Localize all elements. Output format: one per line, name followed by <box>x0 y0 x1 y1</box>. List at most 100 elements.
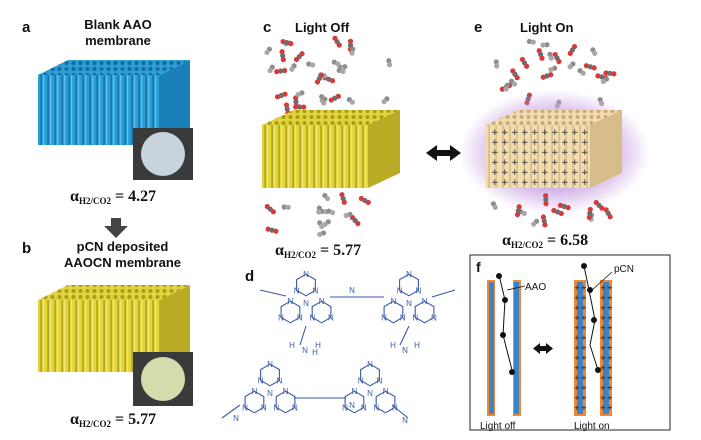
plus-sign: + <box>581 374 587 382</box>
aao-block-side <box>160 60 190 145</box>
aao-membrane-block <box>38 60 190 145</box>
light-on-membrane-block: ++++++++++++++++++++++++++++++++++++++++… <box>486 110 622 188</box>
h2-molecule <box>577 68 586 76</box>
plus-sign: + <box>607 324 613 332</box>
atom-label: H <box>289 341 295 350</box>
light-off-block-top <box>262 110 400 125</box>
aaocn-membrane-block <box>38 285 190 372</box>
bridge-bond <box>221 404 241 419</box>
plus-sign: + <box>511 128 519 138</box>
panel-b-title: pCN deposited AAOCN membrane <box>55 239 190 271</box>
plus-sign: + <box>521 148 529 158</box>
plus-sign: + <box>581 384 587 392</box>
panel-b-title-line1: pCN deposited <box>76 239 169 254</box>
light-off-block-side <box>368 110 400 188</box>
plus-sign: + <box>574 374 580 382</box>
atom-label: N <box>381 313 387 322</box>
co2-molecule <box>540 214 548 228</box>
aao-block-top <box>38 60 190 75</box>
plus-sign: + <box>581 284 587 292</box>
atom-label: N <box>406 299 412 308</box>
atom-label: N <box>376 376 382 385</box>
atom-label: N <box>309 313 315 322</box>
atom-label: N <box>352 387 358 396</box>
plus-sign: + <box>600 354 606 362</box>
plus-sign: + <box>551 138 559 148</box>
alpha-e-value: 6.58 <box>560 232 589 249</box>
light-on-block-side <box>590 110 622 188</box>
h2-molecule <box>322 192 331 202</box>
atom-label: N <box>383 387 389 396</box>
plus-sign: + <box>571 168 579 178</box>
panel-label-a: a <box>22 19 31 36</box>
h2-molecule <box>548 65 558 73</box>
atom-label: H <box>390 341 396 350</box>
plus-sign: + <box>607 374 613 382</box>
plus-sign: + <box>551 128 559 138</box>
plus-sign: + <box>491 138 499 148</box>
co2-molecule <box>358 195 371 206</box>
atom-label: H <box>315 341 321 350</box>
h2-molecule <box>317 230 327 238</box>
atom-label: N <box>373 403 379 412</box>
panel-a-title-line1: Blank AAO <box>84 17 152 32</box>
atom-label: N <box>392 403 398 412</box>
plus-sign: + <box>501 148 509 158</box>
alpha-c-value: 5.77 <box>333 242 362 259</box>
panel-b-title-line2: AAOCN membrane <box>63 255 182 270</box>
bridge-bond <box>259 289 287 297</box>
plus-sign: + <box>561 178 569 188</box>
plus-sign: + <box>561 148 569 158</box>
co2-molecule <box>339 192 347 205</box>
atom-label: N <box>431 313 437 322</box>
plus-sign: + <box>581 354 587 362</box>
co2-molecule <box>567 44 578 56</box>
aaocn-disc <box>141 357 185 401</box>
bridge-bond <box>391 404 409 419</box>
pcn-atom-labels: NNNNNNNNNNNNNNNNNNNNNNNNNNNNNNNNNNNNNNNN… <box>233 270 437 425</box>
co2-molecule <box>552 51 562 65</box>
light-on-block-top <box>486 110 622 125</box>
plus-sign: + <box>581 404 587 412</box>
atom-label: N <box>242 403 248 412</box>
plus-sign: + <box>574 314 580 322</box>
plus-sign: + <box>491 168 499 178</box>
plus-sign: + <box>521 158 529 168</box>
co2-molecule <box>328 93 341 103</box>
heptazine-ring <box>244 390 265 414</box>
alpha-c: αH2/CO2 = 5.77 <box>275 242 362 260</box>
plus-sign: + <box>574 304 580 312</box>
heptazine-ring <box>414 300 435 324</box>
plus-sign: + <box>574 384 580 392</box>
charge-plus-grid: ++++++++++++++++++++++++++++++++++++++++… <box>491 128 589 188</box>
plus-sign: + <box>581 394 587 402</box>
h2-molecule <box>289 63 297 72</box>
plus-sign: + <box>541 128 549 138</box>
co2-molecule <box>536 48 545 61</box>
plus-sign: + <box>491 148 499 158</box>
label-pcn: pCN <box>614 264 634 275</box>
heptazine-ring <box>275 390 296 414</box>
plus-sign: + <box>531 128 539 138</box>
plus-sign: + <box>581 304 587 312</box>
plus-sign: + <box>511 138 519 148</box>
aao-block-front <box>38 75 160 145</box>
atom-label: N <box>328 313 334 322</box>
plus-sign: + <box>511 158 519 168</box>
h2-molecule <box>503 82 510 92</box>
plus-sign: + <box>511 178 519 188</box>
h2-molecule <box>316 205 322 215</box>
bridge-bond <box>431 289 456 298</box>
plus-sign: + <box>600 384 606 392</box>
plus-sign: + <box>574 394 580 402</box>
plus-sign: + <box>581 324 587 332</box>
atom-label: N <box>406 270 412 279</box>
plus-sign: + <box>501 168 509 178</box>
plus-sign: + <box>581 168 589 178</box>
plus-sign: + <box>607 334 613 342</box>
h2-molecule <box>590 47 598 56</box>
down-arrow <box>104 218 128 238</box>
plus-sign: + <box>607 394 613 402</box>
co2-molecule <box>274 67 288 75</box>
h2-molecule <box>281 204 291 210</box>
